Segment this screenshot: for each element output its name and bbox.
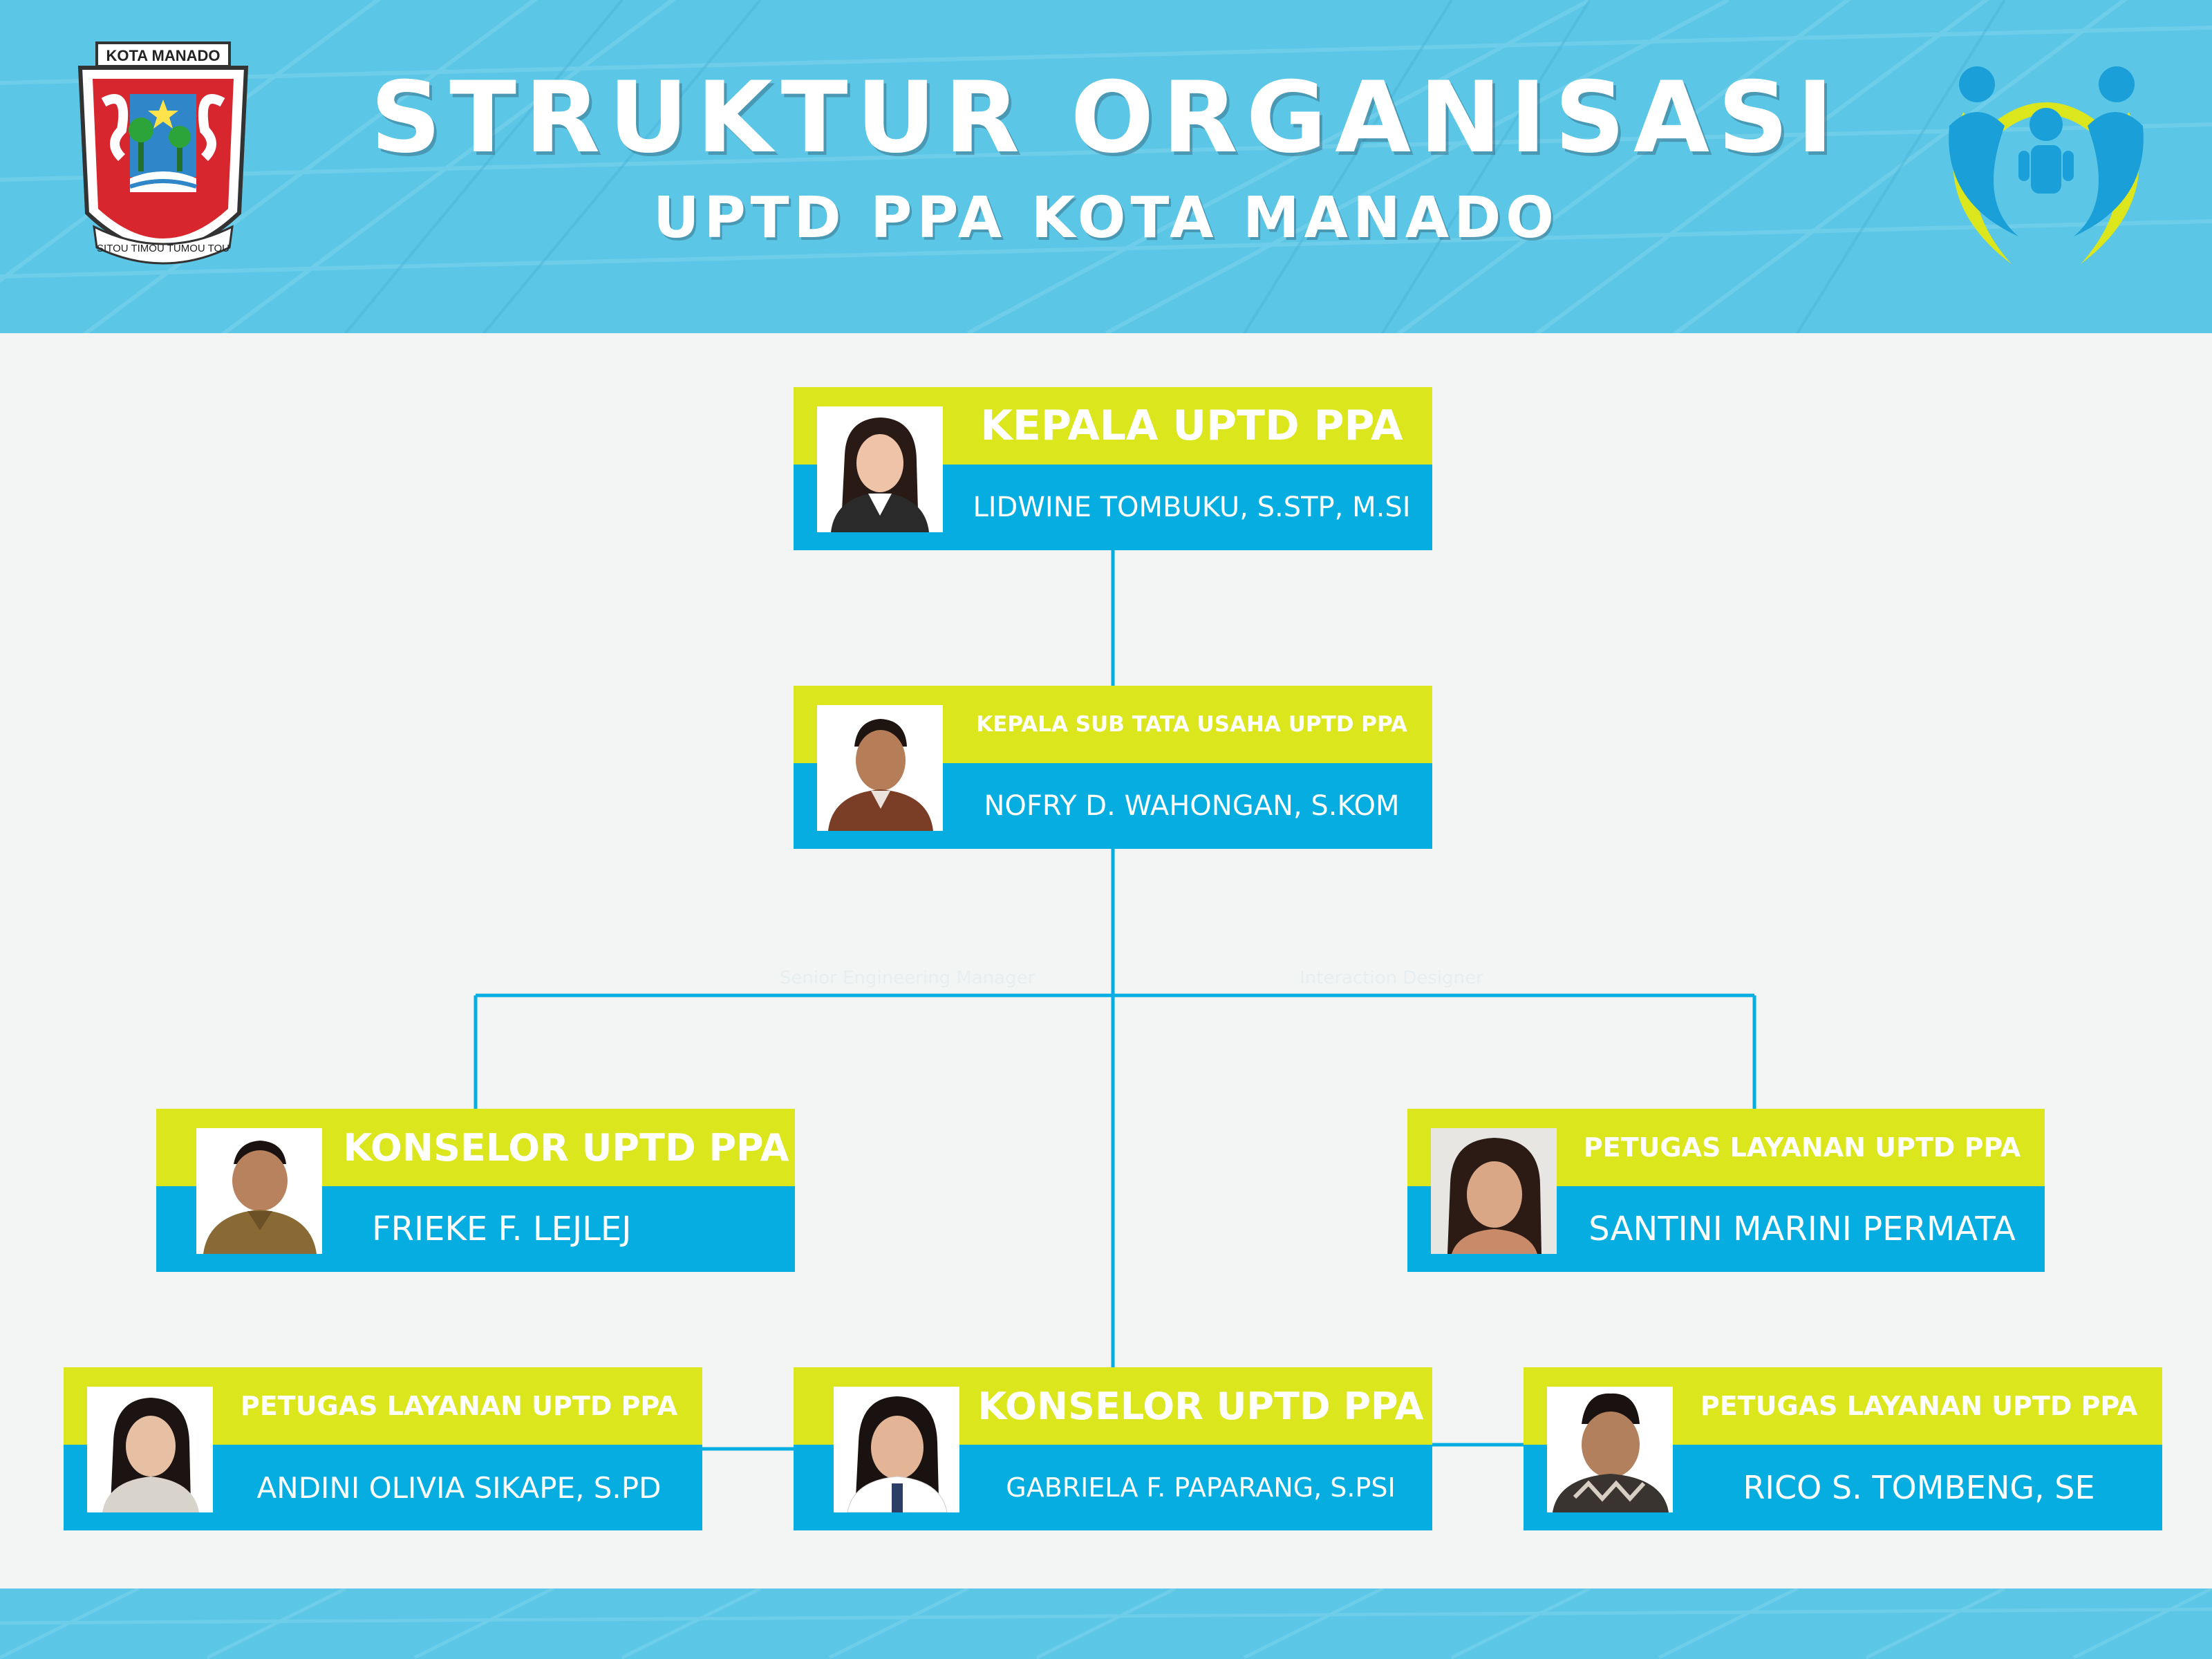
role-title: KONSELOR UPTD PPA xyxy=(977,1384,1424,1428)
person-name: RICO S. TOMBENG, SE xyxy=(1743,1469,2095,1506)
person-name: SANTINI MARINI PERMATA xyxy=(1588,1210,2016,1248)
person-name: ANDINI OLIVIA SIKAPE, S.PD xyxy=(256,1470,662,1505)
role-title: PETUGAS LAYANAN UPTD PPA xyxy=(1700,1391,2138,1421)
svg-text:SITOU TIMOU TUMOU TOU: SITOU TIMOU TUMOU TOU xyxy=(97,243,229,254)
person-photo xyxy=(1547,1387,1673,1512)
person-photo xyxy=(817,406,943,532)
family-protection-logo-icon xyxy=(1936,64,2157,264)
footer-banner xyxy=(0,1588,2212,1659)
person-photo xyxy=(817,705,943,831)
role-title: KEPALA UPTD PPA xyxy=(980,402,1403,450)
person-name: LIDWINE TOMBUKU, S.STP, M.SI xyxy=(973,491,1411,523)
org-card-service-right[interactable]: PETUGAS LAYANAN UPTD PPA SANTINI MARINI … xyxy=(1407,1109,2045,1272)
org-card-counselor-center[interactable]: KONSELOR UPTD PPA GABRIELA F. PAPARANG, … xyxy=(794,1367,1432,1530)
org-card-service-bottom-left[interactable]: PETUGAS LAYANAN UPTD PPA ANDINI OLIVIA S… xyxy=(64,1367,702,1530)
building-pattern xyxy=(0,0,2212,333)
role-title: PETUGAS LAYANAN UPTD PPA xyxy=(1583,1132,2021,1163)
org-card-counselor-left[interactable]: KONSELOR UPTD PPA FRIEKE F. LEJLEJ xyxy=(156,1109,795,1272)
kota-manado-emblem: KOTA MANADO SITOU TIMOU TUMOU TOU xyxy=(66,40,260,286)
svg-text:KOTA MANADO: KOTA MANADO xyxy=(106,47,221,64)
person-photo xyxy=(196,1128,322,1254)
role-title: KEPALA SUB TATA USAHA UPTD PPA xyxy=(976,712,1407,737)
person-name: NOFRY D. WAHONGAN, S.KOM xyxy=(984,790,1400,822)
org-card-admin[interactable]: KEPALA SUB TATA USAHA UPTD PPA NOFRY D. … xyxy=(794,686,1432,849)
page-title: STRUKTUR ORGANISASI xyxy=(370,61,1842,175)
person-photo xyxy=(834,1387,959,1512)
role-title: KONSELOR UPTD PPA xyxy=(343,1125,789,1170)
org-card-head[interactable]: KEPALA UPTD PPA LIDWINE TOMBUKU, S.STP, … xyxy=(794,387,1432,550)
header-banner: KOTA MANADO SITOU TIMOU TUMOU TOU STRUKT… xyxy=(0,0,2212,333)
person-photo xyxy=(87,1387,213,1512)
connector-label-left: Senior Engineering Manager xyxy=(780,968,1035,988)
person-photo xyxy=(1431,1128,1557,1254)
person-name: GABRIELA F. PAPARANG, S.PSI xyxy=(1006,1472,1396,1503)
org-card-service-bottom-right[interactable]: PETUGAS LAYANAN UPTD PPA RICO S. TOMBENG… xyxy=(1524,1367,2162,1530)
page-subtitle: UPTD PPA KOTA MANADO xyxy=(653,185,1559,251)
building-pattern xyxy=(0,1588,2212,1659)
connector-label-right: Interaction Designer xyxy=(1300,968,1483,988)
role-title: PETUGAS LAYANAN UPTD PPA xyxy=(240,1391,678,1421)
person-name: FRIEKE F. LEJLEJ xyxy=(372,1210,632,1248)
